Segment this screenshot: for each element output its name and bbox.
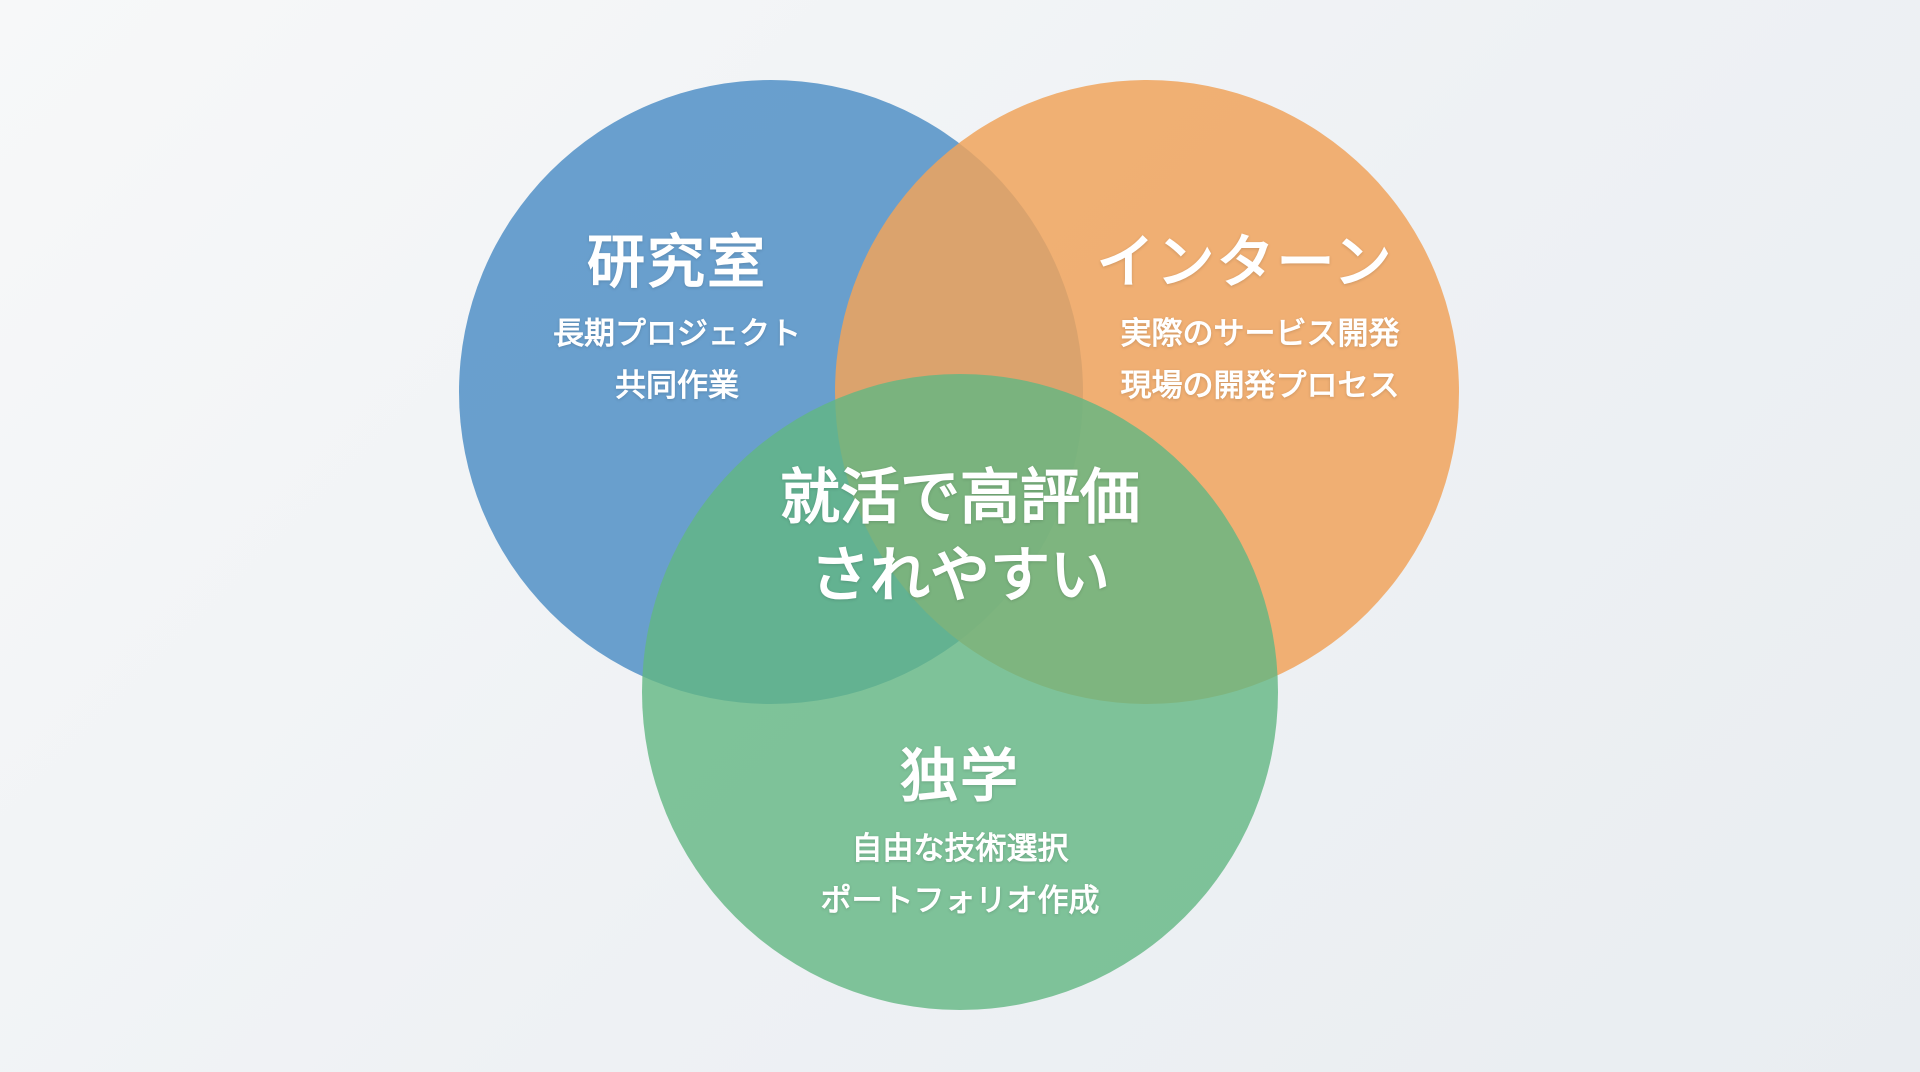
set-title-self-study: 独学 [899, 742, 1021, 810]
description-line: 自由な技術選択 [851, 831, 1069, 867]
description-line: 現場の開発プロセス [1120, 368, 1400, 404]
description-line: ポートフォリオ作成 [820, 883, 1100, 919]
intersection-line: 就活で高評価 [780, 463, 1140, 533]
description-line: 共同作業 [615, 368, 739, 404]
set-description-lab: 長期プロジェクト 共同作業 [553, 308, 801, 412]
set-description-internship: 実際のサービス開発 現場の開発プロセス [1121, 308, 1400, 412]
set-title-lab: 研究室 [586, 228, 768, 296]
description-line: 実際のサービス開発 [1120, 316, 1400, 352]
intersection-line: されやすい [810, 541, 1110, 611]
intersection-label: 就活で高評価 されやすい [780, 459, 1140, 615]
description-line: 長期プロジェクト [553, 316, 801, 352]
set-title-internship: インターン [1096, 228, 1394, 296]
set-description-self-study: 自由な技術選択 ポートフォリオ作成 [821, 823, 1100, 927]
circle-self-study [642, 374, 1278, 1010]
